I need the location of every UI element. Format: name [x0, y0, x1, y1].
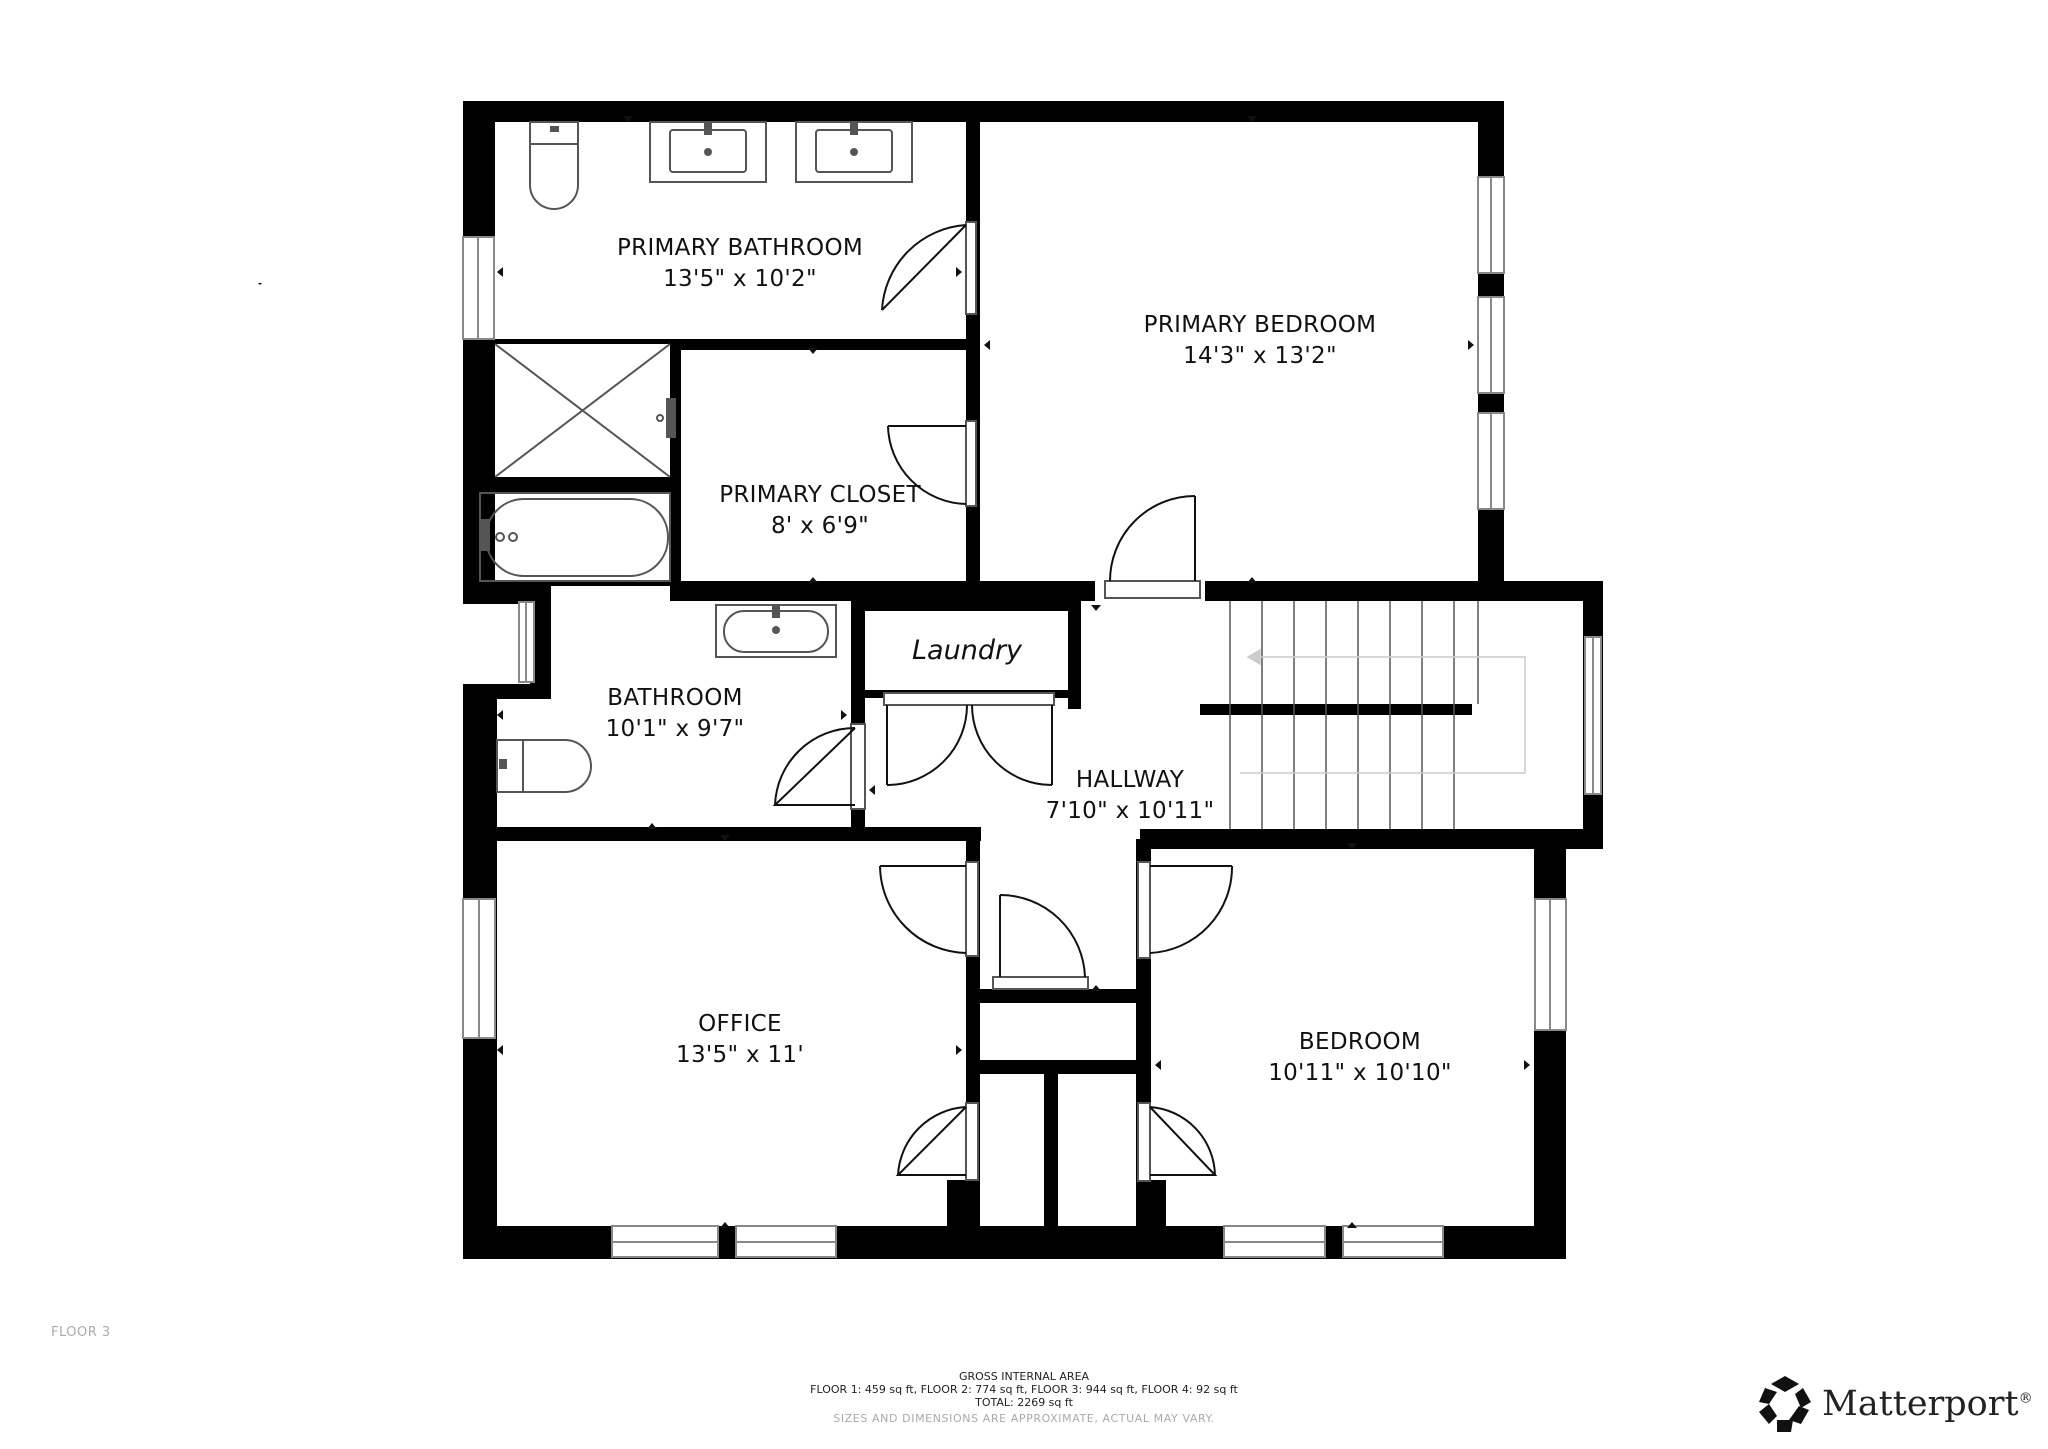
bathtub-icon: [479, 492, 671, 582]
brand-registered-mark: ®: [2018, 1390, 2033, 1407]
room-primary-bedroom: PRIMARY BEDROOM 14'3" x 13'2": [1040, 310, 1480, 372]
room-dimensions: 8' x 6'9": [770, 513, 870, 539]
toilet-icon: [496, 739, 592, 793]
room-name: BEDROOM: [1298, 1029, 1422, 1055]
room-dimensions: 14'3" x 13'2": [1183, 343, 1337, 369]
room-primary-closet: PRIMARY CLOSET 8' x 6'9": [655, 480, 985, 542]
room-hallway: HALLWAY 7'10" x 10'11": [1000, 765, 1260, 827]
brand-wordmark: Matterport: [1822, 1384, 2019, 1424]
room-name: HALLWAY: [1075, 767, 1185, 793]
stairs-icon: [1229, 601, 1526, 829]
sink-icon: [715, 604, 837, 658]
area-summary: GROSS INTERNAL AREA FLOOR 1: 459 sq ft, …: [0, 1370, 2048, 1425]
room-dimensions: 10'1" x 9'7": [605, 716, 745, 742]
room-dimensions: 10'11" x 10'10": [1268, 1060, 1452, 1086]
room-name: PRIMARY BATHROOM: [617, 235, 863, 261]
floor-label: FLOOR 3: [51, 1325, 111, 1340]
room-dimensions: 13'5" x 11': [676, 1042, 804, 1068]
windows: [462, 176, 1602, 1258]
toilet-icon: [529, 121, 579, 210]
dimension-markers: [258, 116, 1530, 1228]
shower-icon: [494, 343, 676, 478]
brand-name: Matterport®: [1822, 1384, 2033, 1424]
area-floors: FLOOR 1: 459 sq ft, FLOOR 2: 774 sq ft, …: [810, 1383, 1238, 1396]
room-office: OFFICE 13'5" x 11': [600, 1009, 880, 1071]
area-heading: GROSS INTERNAL AREA: [958, 1370, 1090, 1383]
room-name: OFFICE: [698, 1011, 782, 1037]
fixtures: [258, 116, 1530, 1228]
area-total: TOTAL: 2269 sq ft: [975, 1396, 1073, 1409]
room-bathroom: BATHROOM 10'1" x 9'7": [560, 683, 790, 745]
room-laundry: Laundry: [912, 635, 1023, 666]
room-dimensions: 13'5" x 10'2": [663, 266, 817, 292]
vanity-icon: [649, 121, 913, 183]
room-name: PRIMARY BEDROOM: [1143, 312, 1377, 338]
area-disclaimer: SIZES AND DIMENSIONS ARE APPROXIMATE, AC…: [833, 1412, 1215, 1425]
doors: [772, 221, 1234, 1182]
room-bedroom: BEDROOM 10'11" x 10'10": [1210, 1027, 1510, 1089]
room-dimensions: 7'10" x 10'11": [1045, 798, 1215, 824]
matterport-logo-icon: [1759, 1376, 1811, 1432]
room-name: BATHROOM: [607, 685, 743, 711]
room-name: PRIMARY CLOSET: [719, 482, 921, 508]
room-primary-bathroom: PRIMARY BATHROOM 13'5" x 10'2": [520, 233, 960, 295]
